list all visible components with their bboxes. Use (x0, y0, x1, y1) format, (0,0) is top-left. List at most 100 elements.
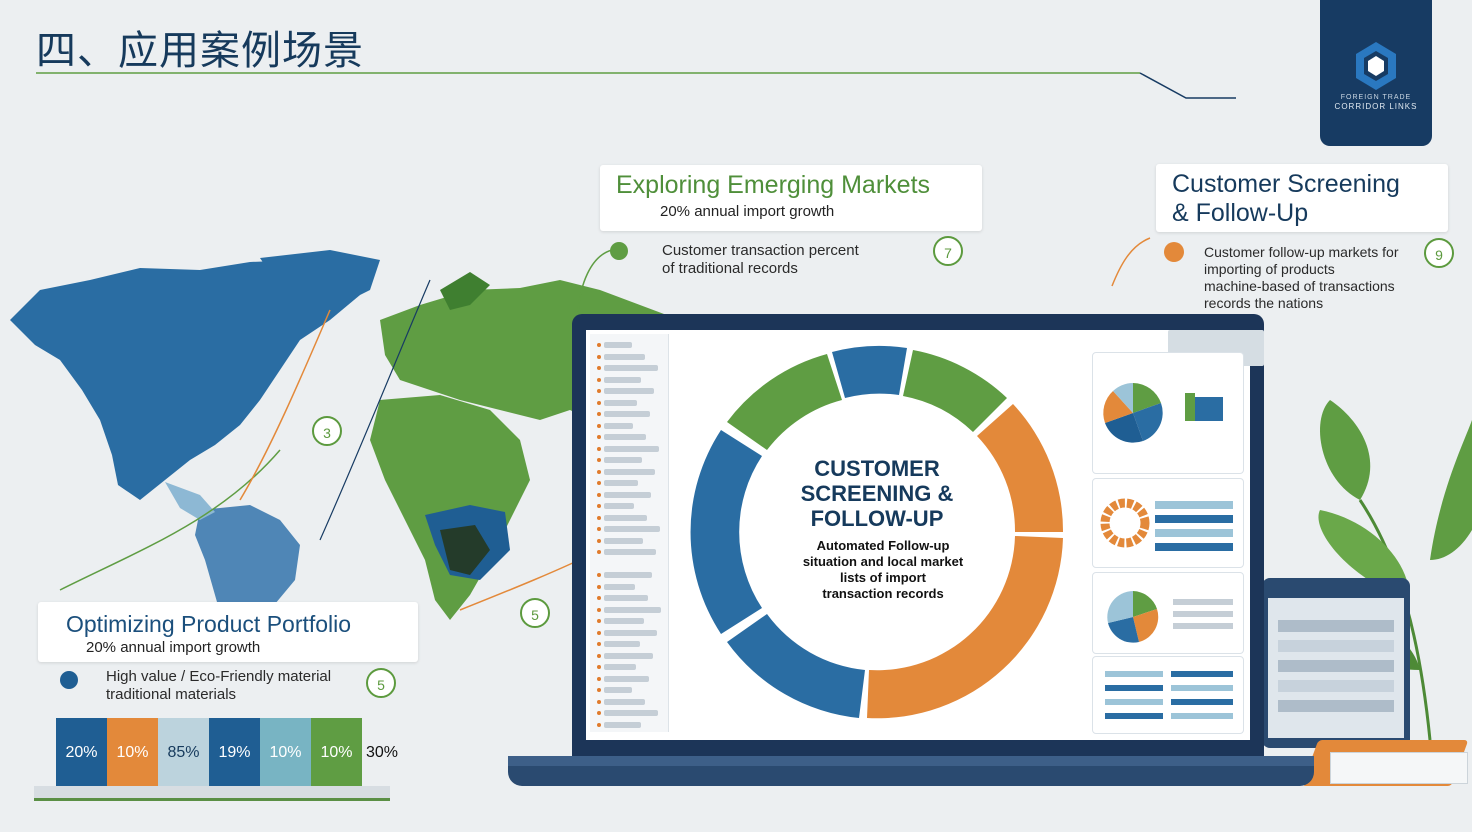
sidebar-row-dot (597, 458, 601, 462)
sidebar-row-dot (597, 527, 601, 531)
sidebar-row-dot (597, 665, 601, 669)
sidebar-row (604, 721, 641, 728)
emerging-note-line2: of traditional records (662, 260, 798, 277)
bar-tile-5: 10% (260, 718, 311, 786)
card-emerging-title: Exploring Emerging Markets (616, 171, 931, 199)
sidebar-row (604, 698, 645, 705)
sidebar-row-dot (597, 377, 601, 382)
sidebar-row-dot (597, 676, 601, 681)
south-america-region (195, 505, 300, 660)
sidebar-row-dot (597, 389, 601, 393)
bar-shelf (34, 786, 390, 801)
emerging-badge: 7 (933, 236, 963, 266)
sidebar-row (604, 618, 644, 624)
sidebar-row (604, 434, 646, 440)
sidebar-row (604, 583, 635, 590)
donut-center-description: Automated Follow-up situation and local … (770, 538, 996, 602)
center-title-line1: CUSTOMER (814, 456, 940, 481)
portfolio-marker-dot (60, 671, 78, 689)
screening-note-line2: importing of products (1204, 261, 1335, 277)
sidebar-row-dot (597, 504, 601, 508)
donut-center-title: CUSTOMER SCREENING & FOLLOW-UP (780, 456, 974, 531)
emerging-marker-dot (610, 242, 628, 260)
sidebar-row-dot (597, 492, 601, 497)
center-title-line2: SCREENING & (800, 481, 954, 506)
sidebar-row (604, 480, 638, 486)
sidebar-row-dot (597, 630, 601, 635)
sidebar-row-dot (597, 538, 601, 543)
scandinavia-region (440, 272, 490, 310)
mini-panel-pie2 (1092, 572, 1244, 654)
card-emerging-subtitle: 20% annual import growth (660, 203, 835, 220)
north-america-region (10, 260, 360, 500)
screening-note-line1: Customer follow-up markets for (1204, 244, 1399, 260)
screening-note-line4: records the nations (1204, 295, 1324, 311)
mini-panel-pie (1092, 352, 1244, 474)
emerging-note: Customer transaction percent of traditio… (662, 242, 859, 278)
mini-panel-table (1092, 656, 1244, 734)
sidebar-row (604, 526, 660, 532)
screening-note: Customer follow-up markets for importing… (1204, 244, 1399, 312)
tablet-screen (1268, 598, 1404, 738)
sidebar-row (604, 641, 640, 647)
screening-connector (1111, 237, 1151, 287)
sidebar-row (604, 664, 636, 670)
card-screening-title: Customer Screening & Follow-Up (1172, 170, 1442, 228)
logo-text-line2: CORRIDOR LINKS (1334, 102, 1418, 111)
sidebar-row-dot (597, 515, 601, 520)
mini-ring-chart (1100, 498, 1233, 551)
portfolio-badge: 5 (366, 668, 396, 698)
dashboard-sidebar-rows (590, 334, 668, 732)
sidebar-row-dot (597, 722, 601, 727)
sidebar-row-dot (597, 596, 601, 600)
card-portfolio-subtitle: 20% annual import growth (86, 639, 261, 656)
emerging-connector (577, 249, 613, 313)
sidebar-row (604, 537, 643, 544)
mini-table (1105, 671, 1233, 719)
sidebar-row-dot (597, 423, 601, 428)
sidebar-row (604, 652, 653, 659)
sidebar-row-dot (597, 653, 601, 658)
center-title-line3: FOLLOW-UP (810, 506, 944, 531)
greenland-region (260, 250, 380, 305)
sidebar-row-dot (597, 481, 601, 485)
sidebar-row-dot (597, 366, 601, 370)
laptop-hinge (508, 756, 1314, 766)
sidebar-row-dot (597, 550, 601, 554)
center-desc-line2: situation and local market (802, 554, 964, 569)
sidebar-row (604, 376, 641, 383)
sidebar-row-dot (597, 412, 601, 416)
screening-note-line3: machine-based of transactions (1204, 278, 1395, 294)
bar-tile-2: 10% (107, 718, 158, 786)
sidebar-row-dot (597, 642, 601, 646)
sidebar-row (604, 411, 650, 417)
mini-panel-ring (1092, 478, 1244, 568)
screening-marker-dot (1164, 242, 1184, 262)
sidebar-row-dot (597, 354, 601, 359)
logo-text-line1: FOREIGN TRADE (1340, 94, 1412, 101)
sidebar-row (604, 422, 633, 429)
center-desc-line1: Automated Follow-up (816, 538, 950, 553)
sidebar-row-dot (597, 619, 601, 623)
sidebar-row (604, 491, 651, 498)
sidebar-row (604, 514, 647, 521)
sidebar-row (604, 399, 637, 406)
card-portfolio-title: Optimizing Product Portfolio (66, 611, 352, 637)
sidebar-row (604, 503, 634, 509)
sidebar-row (604, 675, 649, 682)
mini-pie-chart-2 (1107, 591, 1233, 643)
card-customer-screening: Customer Screening & Follow-Up (1156, 164, 1448, 232)
sidebar-row (604, 342, 632, 348)
sidebar-row (604, 710, 658, 716)
sidebar-row-dot (597, 400, 601, 405)
map-badge-3: 3 (312, 416, 342, 446)
sidebar-row-dot (597, 584, 601, 589)
mini-pie-chart (1103, 383, 1223, 443)
bar-tile-1: 20% (56, 718, 107, 786)
sidebar-row (604, 445, 659, 452)
card-screening-title-line2: & Follow-Up (1172, 199, 1309, 227)
sidebar-row-dot (597, 711, 601, 715)
emerging-note-line1: Customer transaction percent (662, 242, 859, 259)
process-donut (690, 345, 1064, 719)
bar-tile-3: 85% (158, 718, 209, 786)
